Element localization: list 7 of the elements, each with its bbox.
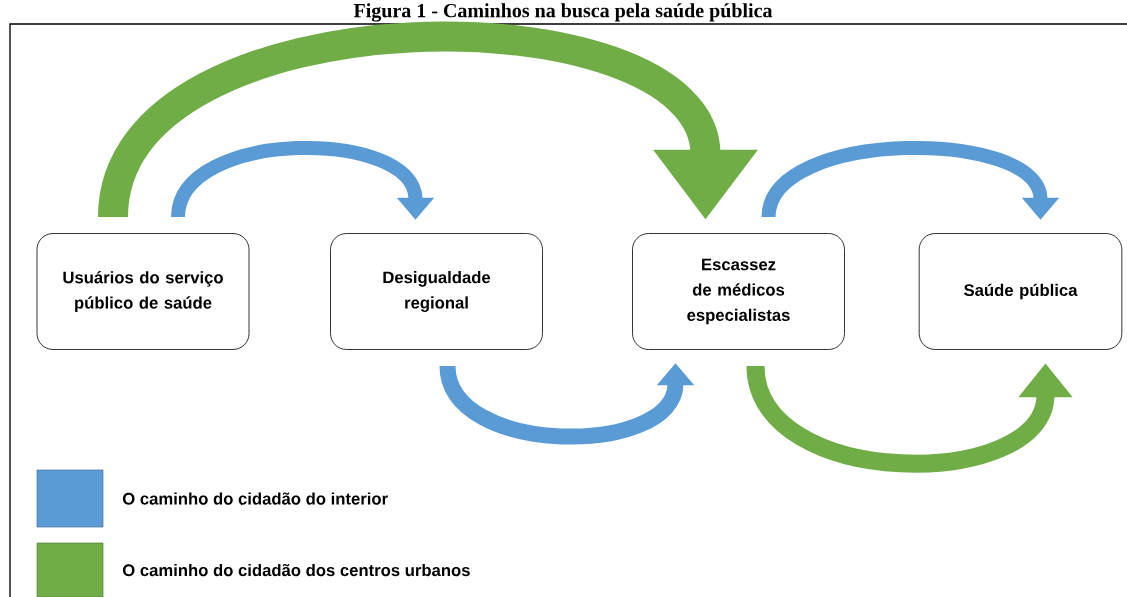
legend-label: O caminho do cidadão do interior bbox=[122, 492, 388, 505]
process-box: Saúde pública bbox=[918, 233, 1123, 350]
process-box: Desigualdade regional bbox=[330, 233, 543, 350]
process-box: Usuários do serviço público de saúde bbox=[36, 233, 250, 350]
legend-label: O caminho do cidadão dos centros urbanos bbox=[122, 563, 470, 577]
title: Figura 1 - Caminhos na busca pela saúde pública bbox=[353, 3, 773, 22]
process-box: Escassez de médicos especialistas bbox=[632, 233, 845, 350]
